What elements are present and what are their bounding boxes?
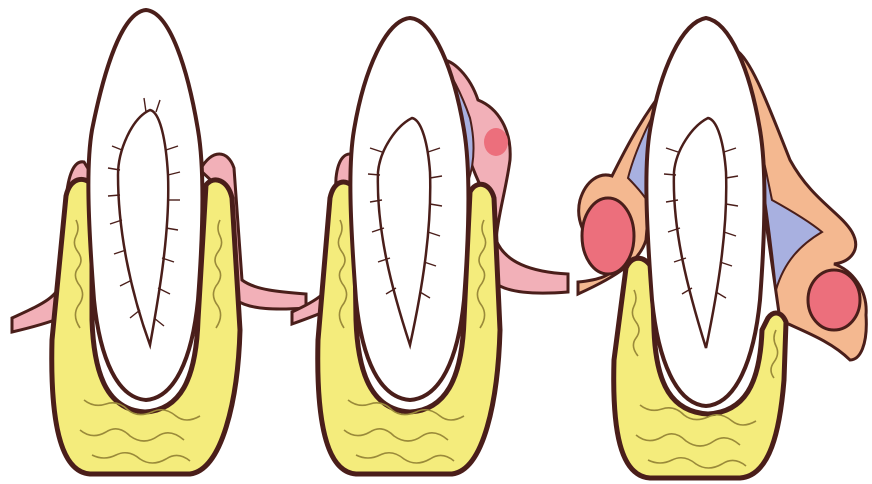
panel-periodontitis [578, 18, 866, 478]
abscess-right [808, 270, 860, 330]
panel-gingivitis [292, 18, 568, 474]
inflammation-spot [484, 128, 508, 156]
panel-healthy [12, 10, 306, 474]
